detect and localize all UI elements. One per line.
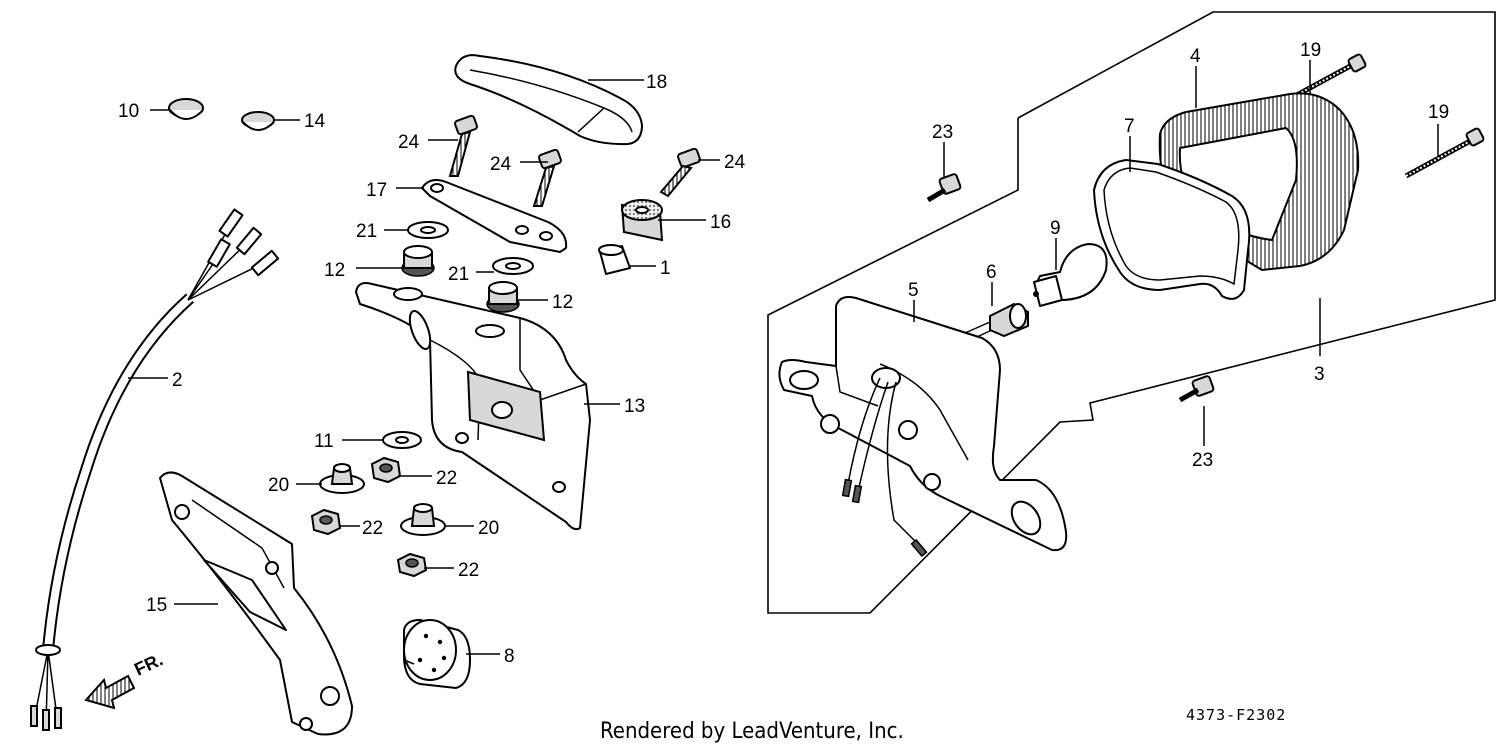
diagram-code: 4373-F2302 bbox=[1186, 706, 1286, 724]
label-4: 4 bbox=[1190, 46, 1201, 67]
front-direction-label: FR. bbox=[131, 649, 166, 679]
label-24-a: 24 bbox=[398, 132, 420, 153]
part-1-collar[interactable] bbox=[598, 244, 631, 275]
label-22-b: 22 bbox=[362, 518, 383, 539]
label-20-b: 20 bbox=[478, 518, 499, 539]
label-22-a: 22 bbox=[436, 468, 457, 489]
label-1: 1 bbox=[660, 258, 671, 279]
part-17-bracket-plate[interactable] bbox=[421, 179, 568, 253]
label-12-a: 12 bbox=[324, 260, 345, 281]
label-11: 11 bbox=[314, 431, 334, 452]
part-12-grommet-b[interactable] bbox=[486, 281, 520, 313]
label-15: 15 bbox=[146, 595, 167, 616]
front-arrow-icon bbox=[84, 674, 136, 710]
label-9: 9 bbox=[1050, 218, 1061, 239]
part-6-socket[interactable] bbox=[939, 302, 1029, 353]
part-7-gasket[interactable] bbox=[1093, 159, 1251, 300]
label-14: 14 bbox=[304, 111, 326, 132]
label-23-b: 23 bbox=[1192, 450, 1213, 471]
part-22-nut-c[interactable] bbox=[396, 552, 428, 578]
front-direction-indicator: FR. bbox=[84, 649, 166, 710]
part-5-base-plate[interactable] bbox=[778, 296, 1068, 558]
taillight-assembly-boundary bbox=[767, 11, 1496, 614]
label-12-b: 12 bbox=[552, 292, 573, 313]
part-11-washer[interactable] bbox=[382, 431, 422, 449]
label-19-b: 19 bbox=[1428, 102, 1449, 123]
part-13-license-bracket[interactable] bbox=[355, 282, 591, 531]
part-20-spacer-a[interactable] bbox=[319, 463, 365, 494]
part-12-grommet-a[interactable] bbox=[401, 245, 435, 277]
label-10: 10 bbox=[118, 101, 139, 122]
part-20-spacer-b[interactable] bbox=[400, 503, 446, 536]
part-14-cap[interactable] bbox=[241, 111, 275, 131]
part-8-reflector[interactable] bbox=[403, 619, 471, 689]
label-20-a: 20 bbox=[268, 475, 289, 496]
label-13: 13 bbox=[624, 396, 645, 417]
label-21-a: 21 bbox=[356, 221, 377, 242]
label-5: 5 bbox=[908, 280, 919, 301]
part-labels: 10 14 18 24 24 24 17 21 12 21 12 16 1 13… bbox=[118, 40, 1449, 667]
part-15-side-plate[interactable] bbox=[159, 471, 353, 736]
label-24-c: 24 bbox=[724, 152, 746, 173]
label-8: 8 bbox=[504, 646, 515, 667]
label-7: 7 bbox=[1124, 116, 1135, 137]
part-24-bolt-a[interactable] bbox=[448, 114, 478, 177]
label-19-a: 19 bbox=[1300, 40, 1321, 61]
part-24-bolt-c[interactable] bbox=[659, 147, 701, 198]
part-23-screw-a[interactable] bbox=[926, 173, 962, 203]
label-24-b: 24 bbox=[490, 154, 512, 175]
label-18: 18 bbox=[646, 72, 667, 93]
label-21-b: 21 bbox=[448, 264, 469, 285]
part-2-wiring-harness[interactable] bbox=[30, 208, 280, 731]
credit-text: Rendered by LeadVenture, Inc. bbox=[600, 719, 904, 744]
part-23-screw-b[interactable] bbox=[1178, 375, 1215, 403]
label-3: 3 bbox=[1314, 364, 1325, 385]
part-18-fender-cover[interactable] bbox=[454, 54, 643, 146]
part-10-cap[interactable] bbox=[168, 98, 204, 120]
part-21-washer-b[interactable] bbox=[492, 257, 534, 275]
part-21-washer-a[interactable] bbox=[407, 221, 449, 239]
part-22-nut-b[interactable] bbox=[310, 508, 342, 536]
label-6: 6 bbox=[986, 262, 997, 283]
part-24-bolt-b[interactable] bbox=[532, 148, 562, 207]
label-16: 16 bbox=[710, 212, 731, 233]
label-2: 2 bbox=[172, 370, 183, 391]
part-9-bulb[interactable] bbox=[1033, 243, 1108, 307]
part-16-rubber-mount[interactable] bbox=[620, 199, 664, 242]
label-17: 17 bbox=[366, 180, 387, 201]
label-22-c: 22 bbox=[458, 560, 479, 581]
label-23-a: 23 bbox=[932, 122, 953, 143]
part-22-nut-a[interactable] bbox=[370, 456, 402, 484]
part-19-screw-b[interactable] bbox=[1404, 127, 1485, 179]
leader-lines bbox=[128, 60, 1439, 655]
